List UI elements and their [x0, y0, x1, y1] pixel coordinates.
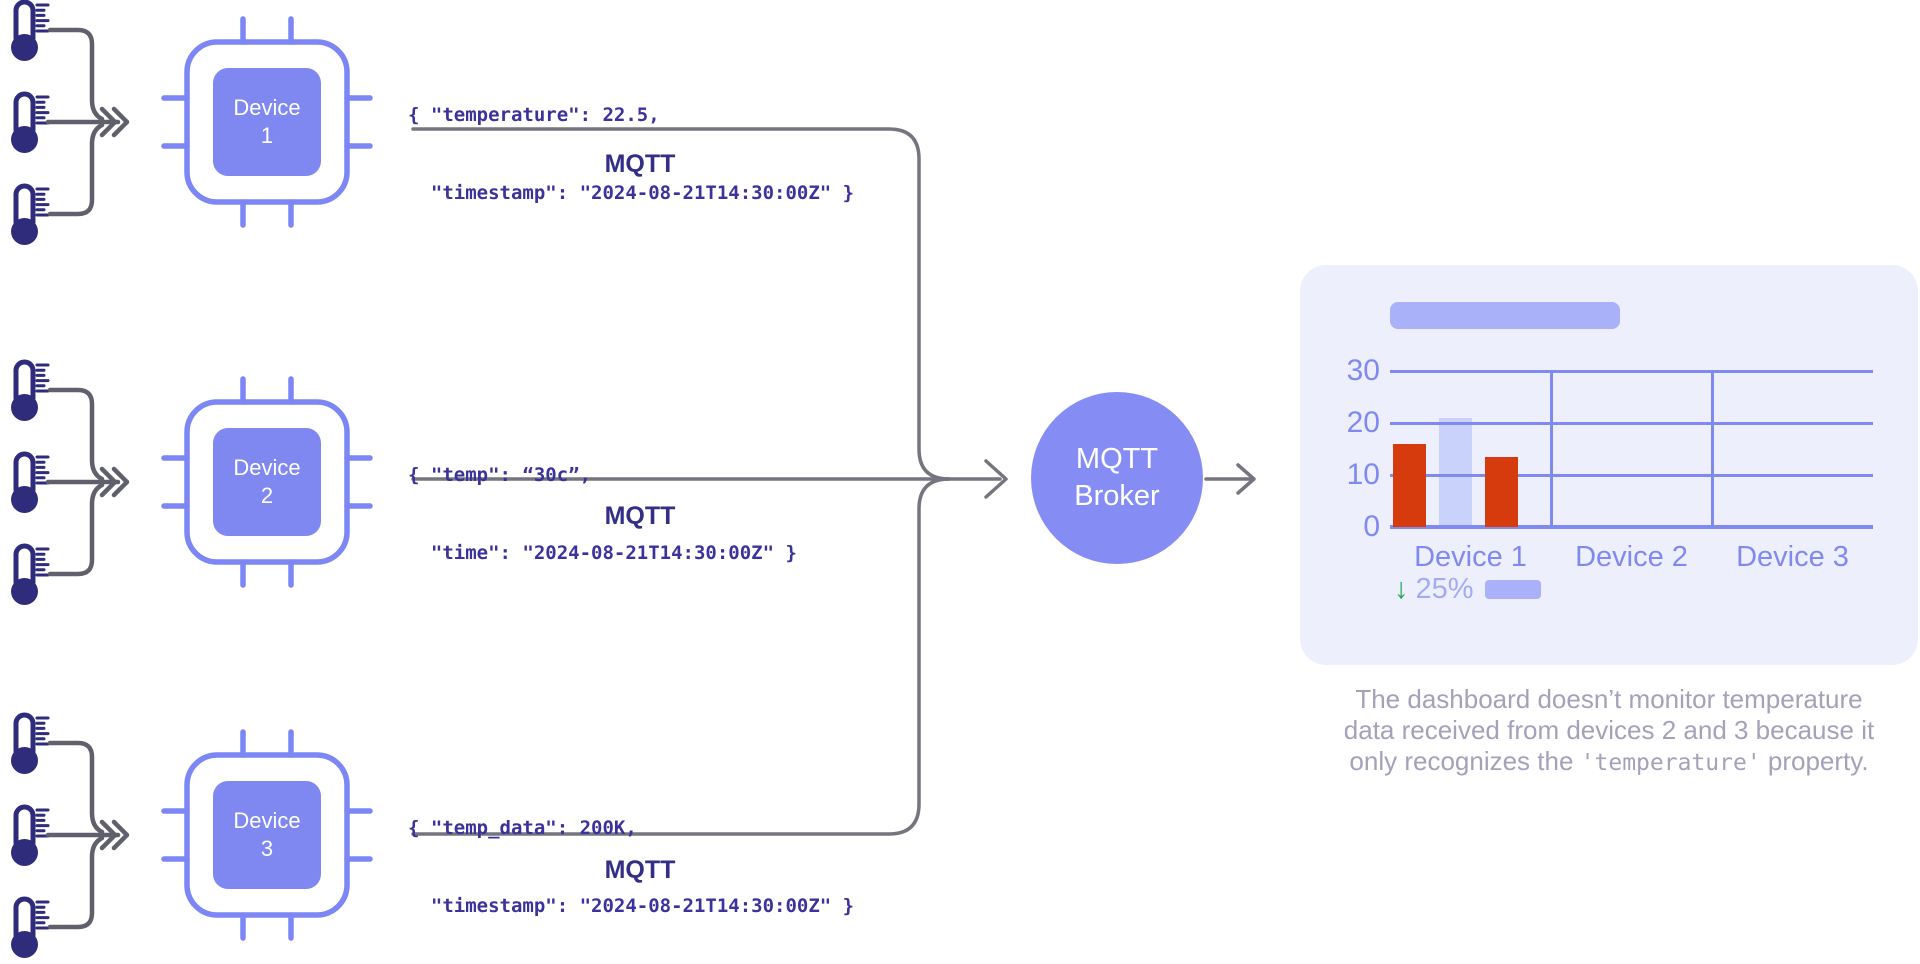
mqtt-payload-device-1: { "temperature": 22.5, "timestamp": "202… [408, 50, 854, 258]
broker-label-line2: Broker [1074, 480, 1160, 512]
payload-line: "time": "2024-08-21T14:30:00Z" } [408, 542, 797, 564]
y-axis-tick-20: 20 [1346, 406, 1380, 439]
bar-device-1-reading-c [1485, 456, 1518, 527]
chip-pins [161, 16, 373, 228]
y-axis-tick-30: 30 [1346, 354, 1380, 387]
gridline-y-20 [1390, 421, 1873, 425]
chart-plot: Device 1 Device 2 Device 3 [1390, 369, 1873, 573]
chart-title-placeholder [1390, 302, 1620, 329]
mqtt-protocol-label-device-3: MQTT [604, 856, 676, 884]
device-1-label: Device 1 [233, 95, 301, 148]
sensor-merge-arrow-icon [45, 740, 130, 930]
chip-pins [161, 729, 373, 941]
sensor-merge-arrow-icon [45, 27, 130, 217]
x-axis-label-device-1: Device 1 [1414, 541, 1527, 573]
device-1-chip: Device 1 [151, 6, 383, 238]
payload-line: { "temperature": 22.5, [408, 104, 660, 126]
gridline-column-divider [1549, 371, 1553, 529]
stat-row: ↓ 25% [1394, 575, 1541, 604]
mqtt-payload-device-3: { "temp_data": 200K, "timestamp": "2024-… [408, 763, 854, 964]
sensor-merge-arrow-icon [45, 387, 130, 577]
device-2-label: Device 2 [233, 455, 301, 508]
chip-pins [161, 376, 373, 588]
stat-text-placeholder [1484, 580, 1541, 599]
bar-device-1-reading-b [1439, 417, 1472, 527]
x-axis-label-device-3: Device 3 [1736, 541, 1849, 573]
x-axis-label-device-2: Device 2 [1575, 541, 1688, 573]
gridline-y-0 [1390, 525, 1873, 529]
device-3-label: Device 3 [233, 808, 301, 861]
caption-text: The dashboard doesn’t monitor temperatur… [1300, 684, 1918, 779]
device-3-chip: Device 3 [151, 719, 383, 951]
mqtt-protocol-label-device-1: MQTT [604, 150, 676, 178]
broker-arrowhead-icon [984, 459, 1008, 499]
gridline-y-30 [1390, 369, 1873, 373]
y-axis-tick-10: 10 [1346, 458, 1380, 491]
gridline-column-divider [1710, 371, 1714, 529]
caption-line-3: only recognizes the 'temperature' proper… [1349, 746, 1869, 776]
dashboard-card: Device 1 Device 2 Device 3 30 20 10 0 ↓ 25% [1300, 265, 1918, 665]
y-axis-tick-0: 0 [1363, 510, 1380, 543]
payload-line: "timestamp": "2024-08-21T14:30:00Z" } [408, 182, 855, 204]
mqtt-protocol-label-device-2: MQTT [604, 502, 676, 530]
mqtt-payload-device-2: { "temp": “30c”, "time": "2024-08-21T14:… [408, 410, 797, 618]
payload-line: { "temp_data": 200K, [408, 817, 637, 839]
mqtt-line-device1 [411, 127, 951, 481]
mqtt-line-device3 [411, 477, 951, 836]
bar-device-1-reading-a [1393, 443, 1426, 527]
payload-line: "timestamp": "2024-08-21T14:30:00Z" } [408, 895, 855, 917]
caption-code-snippet: 'temperature' [1580, 750, 1761, 776]
stat-value: 25% [1415, 573, 1474, 605]
device-2-chip: Device 2 [151, 366, 383, 598]
dashboard-arrowhead-icon [1236, 463, 1256, 495]
caption-line-1: The dashboard doesn’t monitor temperatur… [1355, 684, 1863, 714]
gridline-y-10 [1390, 473, 1873, 477]
decrease-arrow-icon: ↓ [1394, 573, 1409, 605]
caption-line-2: data received from devices 2 and 3 becau… [1343, 715, 1875, 745]
mqtt-broker-node: MQTT Broker [1031, 392, 1203, 564]
payload-line: { "temp": “30c”, [408, 464, 592, 486]
broker-label-line1: MQTT [1075, 443, 1159, 475]
